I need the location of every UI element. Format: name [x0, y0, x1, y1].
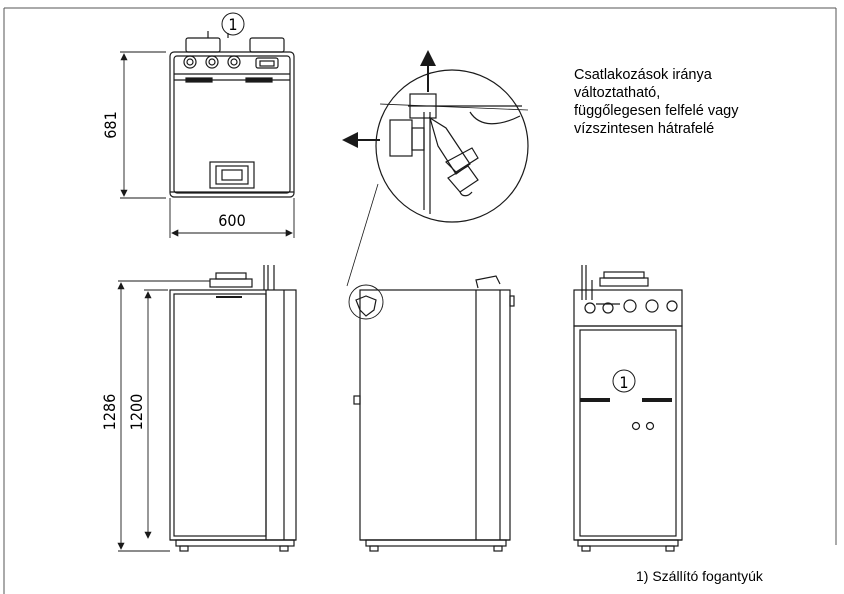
top-view	[169, 31, 295, 198]
callout-1-rear: 1	[619, 373, 628, 392]
callout-circle-rear	[612, 369, 636, 393]
handle-right	[642, 398, 672, 402]
callout-circle-top	[221, 12, 245, 36]
note-line: függőlegesen felfelé vagy	[574, 103, 739, 119]
detail-marker	[348, 284, 384, 320]
callout-1-top: 1	[228, 15, 237, 34]
dim-681: 681	[101, 111, 120, 138]
footnote: 1) Szállító fogantyúk	[636, 568, 763, 584]
detail-leader	[346, 183, 379, 287]
side-view	[353, 275, 515, 552]
dim-600: 600	[218, 211, 245, 230]
note-line: Csatlakozások iránya	[574, 67, 712, 83]
dim-1200: 1200	[127, 394, 146, 431]
handle-left	[580, 398, 610, 402]
note-line: változtatható,	[574, 85, 661, 101]
footnote-number: 1)	[636, 568, 649, 584]
rear-view	[573, 265, 683, 552]
dim-front-heights	[117, 280, 210, 552]
dim-1286: 1286	[100, 394, 119, 431]
footnote-text: Szállító fogantyúk	[652, 568, 763, 584]
dim-top-depth	[120, 51, 166, 199]
note-line: vízszintesen hátrafelé	[574, 121, 715, 137]
page-frame	[3, 7, 837, 594]
detail-circle	[375, 69, 529, 223]
connection-direction-note: Csatlakozások iránya változtatható, függ…	[574, 66, 814, 138]
brand-logo-icon	[216, 296, 242, 298]
front-view	[169, 265, 297, 552]
dim-top-width	[169, 198, 295, 238]
